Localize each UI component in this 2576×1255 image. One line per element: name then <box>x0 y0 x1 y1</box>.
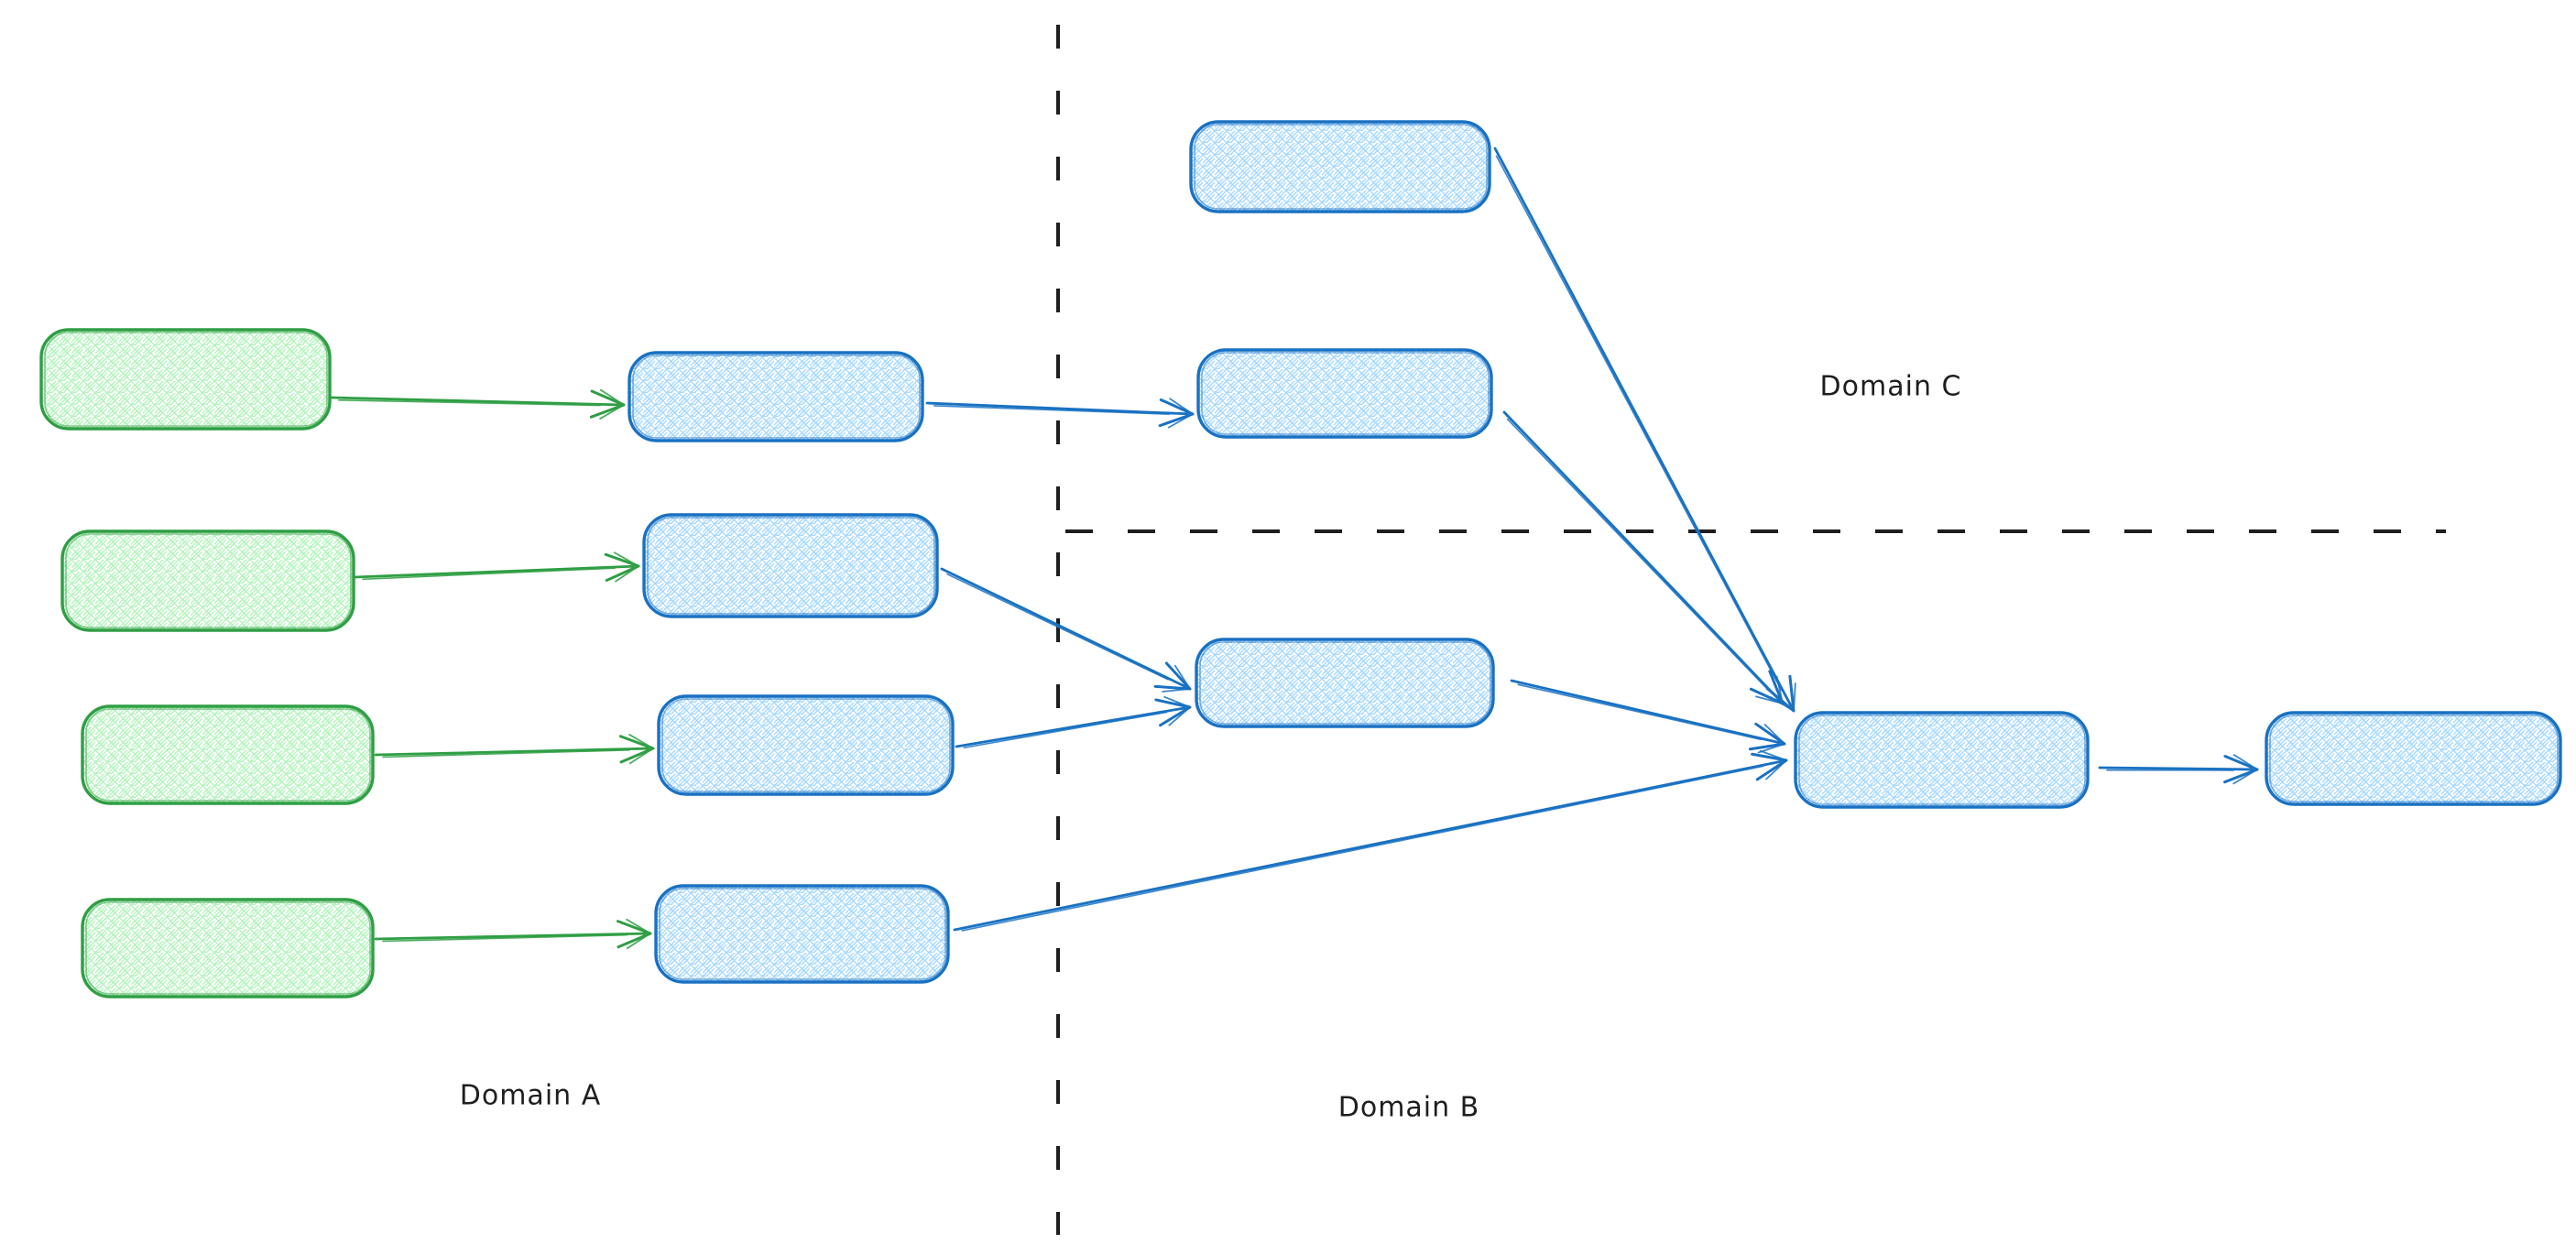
blue-box-2[interactable] <box>642 513 939 618</box>
blue-box-8[interactable] <box>1794 711 2090 809</box>
edge-g1-b1[interactable] <box>330 388 626 420</box>
green-box-4[interactable] <box>81 898 375 999</box>
green-box-1[interactable] <box>39 328 332 431</box>
edge-b8-b9[interactable] <box>2098 754 2259 785</box>
blue-box-4[interactable] <box>654 884 950 984</box>
blue-box-7[interactable] <box>1195 638 1495 728</box>
edge-b1-b6[interactable] <box>925 398 1195 429</box>
edge-g4-b4[interactable] <box>374 918 652 950</box>
edge-b4-b8[interactable] <box>953 749 1788 932</box>
domain-c-label[interactable]: Domain C <box>1819 370 1962 403</box>
green-box-2[interactable] <box>60 529 355 632</box>
blue-box-5[interactable] <box>1189 120 1491 213</box>
blue-box-1[interactable] <box>628 351 924 442</box>
edge-b3-b7[interactable] <box>955 695 1192 749</box>
domain-b-label[interactable]: Domain B <box>1337 1091 1480 1124</box>
edge-b2-b7[interactable] <box>940 567 1192 693</box>
blue-box-6[interactable] <box>1196 348 1493 439</box>
edge-g3-b3[interactable] <box>374 734 655 765</box>
edge-b6-b8[interactable] <box>1502 410 1785 705</box>
blue-box-9[interactable] <box>2265 711 2562 806</box>
green-box-3[interactable] <box>81 704 375 805</box>
edge-b7-b8[interactable] <box>1510 679 1786 754</box>
edge-g2-b2[interactable] <box>354 551 640 583</box>
edge-b5-b8[interactable] <box>1493 147 1796 713</box>
blue-box-3[interactable] <box>657 694 955 796</box>
domain-a-label[interactable]: Domain A <box>459 1079 602 1112</box>
